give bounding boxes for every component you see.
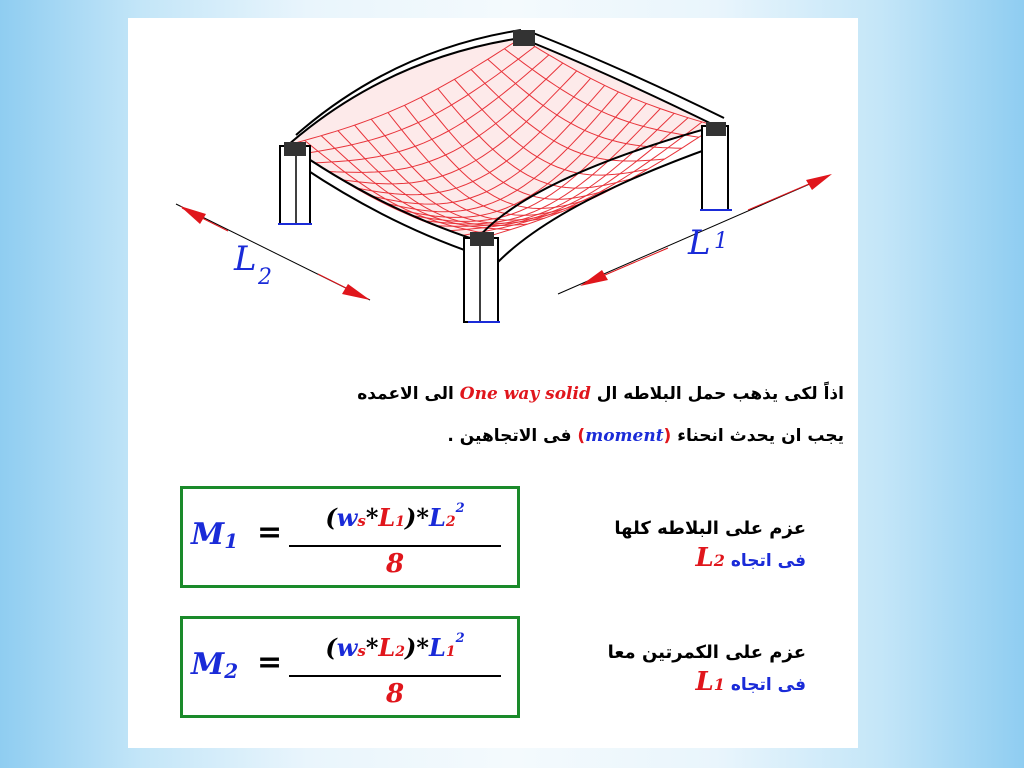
column-right: [700, 122, 732, 211]
statement-1-pre: اذاً لكى يذهب حمل البلاطه ال: [596, 384, 844, 404]
one-way-solid-term: One way solid: [459, 384, 591, 404]
paren-close: ): [577, 426, 586, 446]
mesh-line: [395, 97, 633, 218]
formula-2-description: عزم على الكمرتين معا فى اتجاه L1: [608, 642, 806, 697]
formula-numerator: (ws*L2)*L12: [325, 631, 465, 662]
statement-line-1: اذاً لكى يذهب حمل البلاطه ال One way sol…: [357, 384, 844, 404]
desc-2-line-2: فى اتجاه L1: [695, 667, 806, 697]
mesh-line: [341, 70, 578, 185]
statement-1-post: الى الاعمده: [357, 384, 454, 404]
formula-lhs: M2: [191, 647, 239, 683]
slide: L 2 L 1 اذاً لكى يذهب حمل البلاطه ال One…: [128, 18, 858, 748]
paren-open: (: [663, 426, 672, 446]
mesh-line: [408, 103, 647, 222]
formula-box-m2: M2 = (ws*L2)*L12 8: [180, 616, 520, 718]
slab-diagram: L 2 L 1: [175, 29, 832, 323]
label-l2-sub: 2: [257, 265, 272, 290]
dimension-l2: L 2: [175, 203, 371, 301]
column-front: [463, 232, 500, 323]
statement-line-2: يجب ان يحدث انحناء (moment) فى الاتجاهين…: [447, 426, 844, 446]
column-back: [513, 30, 535, 46]
mesh-line: [422, 108, 661, 225]
mesh-line: [368, 85, 605, 205]
mesh-line: [381, 91, 619, 213]
formula-numerator: (ws*L1)*L22: [325, 501, 465, 532]
formula-box-m1: M1 = (ws*L1)*L22 8: [180, 486, 520, 588]
mesh-line: [328, 62, 564, 173]
desc-1-line-1: عزم على البلاطه كلها: [614, 518, 806, 539]
label-l2: L: [233, 239, 257, 279]
moment-term: moment: [585, 426, 664, 446]
statement-2-pre: يجب ان يحدث انحناء: [677, 426, 844, 446]
dimension-l1: L 1: [557, 174, 832, 295]
label-l1-sub: 1: [714, 229, 728, 254]
statement-2-post: فى الاتجاهين .: [447, 426, 572, 446]
equals-sign: =: [257, 515, 283, 550]
deflection-mesh: [287, 37, 717, 241]
mesh-line: [314, 54, 550, 164]
formula-denominator: 8: [385, 549, 405, 579]
desc-2-line-1: عزم على الكمرتين معا: [607, 642, 806, 663]
mesh-line: [462, 121, 703, 236]
fraction-bar: [289, 545, 501, 547]
mesh-line: [301, 46, 536, 155]
mesh-line: [287, 37, 522, 146]
formula-1-description: عزم على البلاطه كلها فى اتجاه L2: [614, 518, 806, 573]
mesh-line: [355, 77, 591, 196]
formula-lhs: M1: [191, 517, 239, 553]
column-left: [278, 142, 312, 225]
label-l1: L: [687, 223, 711, 263]
equals-sign: =: [257, 645, 283, 680]
fraction-bar: [289, 675, 501, 677]
desc-1-line-2: فى اتجاه L2: [695, 543, 806, 573]
formula-denominator: 8: [385, 679, 405, 709]
